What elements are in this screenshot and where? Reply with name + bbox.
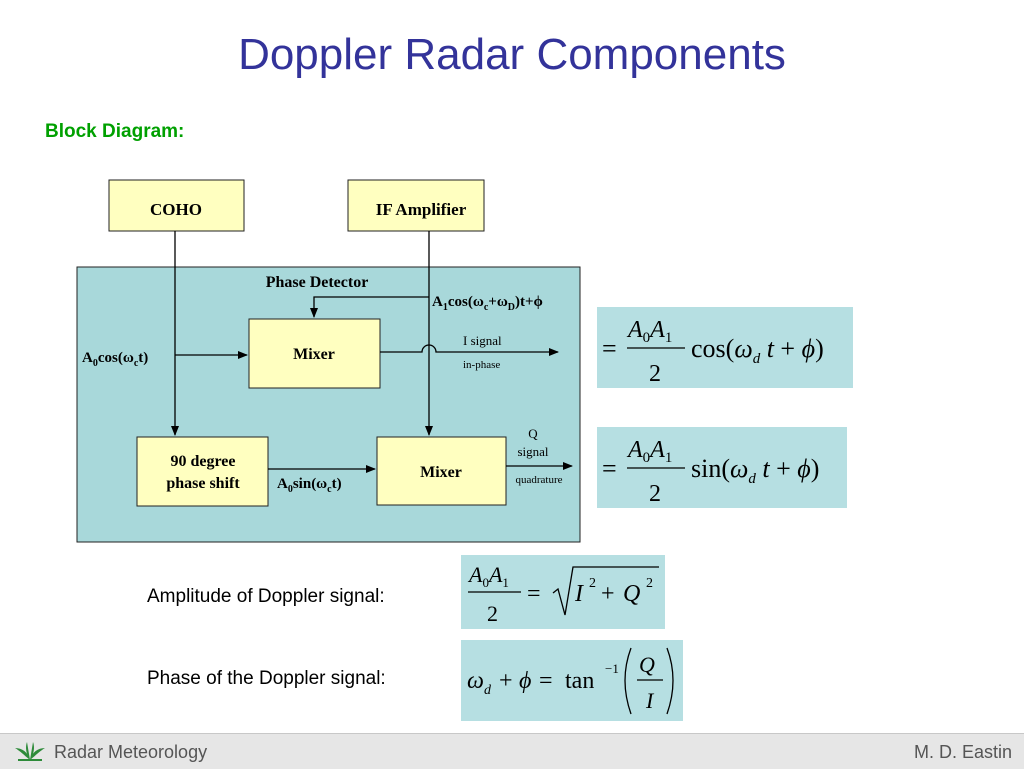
svg-text:A0A1: A0A1: [467, 562, 509, 590]
svg-text:Q: Q: [623, 581, 640, 607]
if-signal-formula: A1cos(ωc+ωD)t+ϕ: [432, 294, 543, 313]
leaf-logo-icon: [15, 742, 45, 761]
i-signal-arrow: [380, 344, 559, 356]
mixer-block-i: [248, 318, 381, 389]
if-amplifier-label: IF Amplifier: [376, 200, 467, 219]
svg-text:Q: Q: [639, 652, 655, 677]
svg-text:=: =: [539, 668, 553, 694]
svg-text:2: 2: [649, 361, 661, 387]
svg-text:2: 2: [646, 576, 653, 591]
coho-label: COHO: [150, 200, 202, 219]
footer-bar: Radar Meteorology M. D. Eastin: [0, 733, 1024, 769]
q-label: Q: [528, 426, 538, 441]
svg-text:=: =: [602, 334, 617, 363]
mixer-q-label: Mixer: [420, 464, 462, 481]
phase-shift-label-1: 90 degree: [170, 453, 235, 470]
mixer-i-label: Mixer: [293, 346, 335, 363]
slide-title: Doppler Radar Components: [238, 30, 786, 79]
svg-text:d: d: [484, 683, 492, 698]
i-equation: = A0A1 2 cos(ωd t + ϕ): [597, 307, 853, 388]
amplitude-equation: A0A1 2 = I 2 + Q 2: [461, 555, 665, 629]
q-equation: = A0A1 2 sin(ωd t + ϕ): [597, 427, 847, 508]
svg-text:tan: tan: [565, 668, 594, 694]
svg-text:ω: ω: [467, 668, 484, 694]
svg-text:=: =: [602, 454, 617, 483]
coho-signal-formula: A0cos(ωct): [82, 350, 148, 369]
i-signal-label: I signal: [463, 333, 502, 348]
phase-equation: ω d + ϕ = tan −1 Q I: [461, 640, 683, 721]
mixer-block-q: [376, 436, 507, 506]
shifted-signal-formula: A0sin(ωct): [277, 476, 342, 495]
svg-text:ϕ: ϕ: [519, 668, 531, 694]
footer-author: M. D. Eastin: [913, 742, 1012, 762]
svg-text:sin(ωd t + ϕ): sin(ωd t + ϕ): [691, 454, 819, 487]
svg-text:A0A1: A0A1: [626, 317, 672, 346]
svg-text:A0A1: A0A1: [626, 437, 672, 466]
amplitude-label: Amplitude of Doppler signal:: [147, 586, 385, 607]
svg-text:I: I: [574, 581, 584, 607]
quadrature-label: quadrature: [515, 474, 562, 486]
phase-shift-label-2: phase shift: [166, 475, 240, 492]
svg-text:−1: −1: [605, 661, 619, 676]
svg-text:=: =: [527, 581, 541, 607]
svg-text:2: 2: [649, 481, 661, 507]
svg-text:cos(ωd t + ϕ): cos(ωd t + ϕ): [691, 334, 824, 367]
phase-detector-label: Phase Detector: [266, 274, 369, 291]
footer-course: Radar Meteorology: [54, 742, 208, 762]
coho-block: [108, 179, 245, 232]
block-diagram-heading: Block Diagram:: [45, 121, 185, 142]
in-phase-label: in-phase: [463, 359, 500, 371]
phase-label: Phase of the Doppler signal:: [147, 668, 386, 689]
phase-shift-block: [136, 436, 269, 507]
svg-text:+: +: [499, 668, 513, 694]
svg-text:2: 2: [589, 576, 596, 591]
if-to-mixer-i-arrow: [310, 296, 429, 318]
signal-label: signal: [517, 444, 548, 459]
svg-text:+: +: [601, 581, 615, 607]
svg-text:I: I: [645, 688, 655, 713]
if-amplifier-block: [347, 179, 485, 232]
svg-text:2: 2: [487, 601, 498, 626]
